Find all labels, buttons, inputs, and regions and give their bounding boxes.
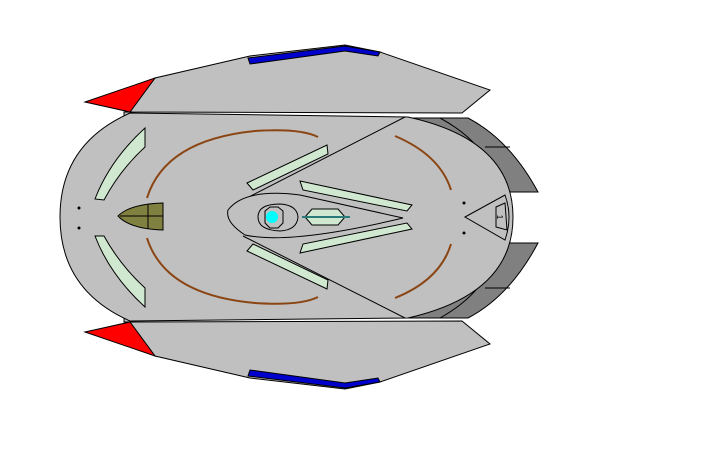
deflector-dish: [266, 211, 278, 223]
bridge-module: [117, 202, 164, 231]
nacelle-lower: [83, 315, 492, 390]
rear-registry-panel: 1: [463, 194, 510, 241]
nacelle-stripe-lower: [247, 369, 381, 389]
nacelle-tip-lower: [83, 321, 157, 357]
nacelle-stripe-upper: [247, 45, 381, 65]
nacelle-tip-upper: [83, 77, 157, 113]
hull-ring-markings: [146, 129, 452, 305]
central-dome: [257, 203, 299, 232]
hull-markers: [77, 201, 466, 235]
hull-v-line: [242, 116, 406, 319]
registry-mark: 1: [495, 215, 504, 220]
window-strips: [94, 126, 413, 309]
nacelle-upper: [83, 44, 492, 119]
impulse-module: [302, 208, 350, 226]
